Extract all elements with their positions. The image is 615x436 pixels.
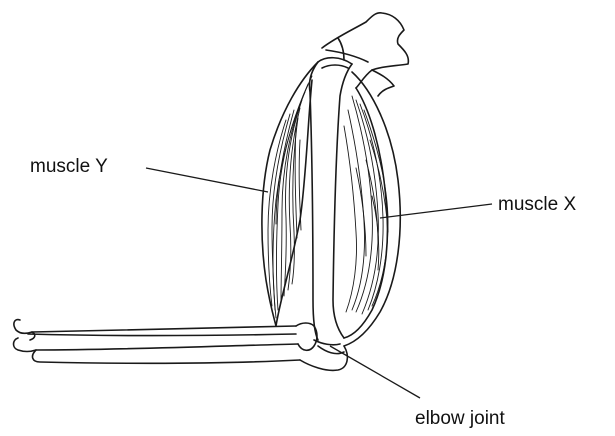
muscle-x-leader [380,204,492,218]
humerus-bone [309,58,352,340]
muscle-y-label: muscle Y [30,156,108,177]
muscle-y-leader [146,168,268,192]
shoulder-bone [322,13,408,96]
elbow-joint-label: elbow joint [415,408,505,429]
muscle-x [344,72,400,346]
muscle-y [262,62,318,326]
forearm-bones [14,320,348,371]
muscle-x-label: muscle X [498,194,576,215]
elbow-joint-leader [330,346,420,398]
